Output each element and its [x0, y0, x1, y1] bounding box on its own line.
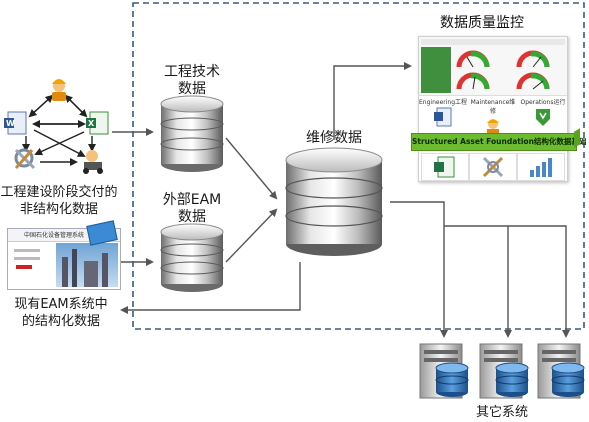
- system-boundary: [132, 2, 585, 330]
- svg-text:X: X: [88, 119, 95, 128]
- worker-icon: [487, 119, 499, 136]
- external-eam-data-label: 外部EAM 数据: [158, 192, 226, 226]
- category-maintenance: Maintenance维修: [469, 97, 517, 136]
- gauge-icon: [516, 50, 550, 68]
- tools-icon: [14, 148, 36, 170]
- engineering-data-line1: 工程技术: [164, 64, 220, 80]
- construction-data-label: 工程建设阶段交付的 非结构化数据: [0, 184, 118, 218]
- excel-document-icon: [434, 156, 455, 178]
- dashboard-sidebar: [421, 47, 451, 93]
- maintenance-data-label: 维修数据: [306, 130, 362, 146]
- category-operations: Operations运行: [519, 97, 567, 129]
- eam-screenshot-field: [14, 257, 40, 260]
- engineering-db-icon: [160, 95, 224, 172]
- construction-data-line2: 非结构化数据: [19, 202, 98, 217]
- engineering-data-line2: 数据: [178, 81, 206, 97]
- foundation-cell: [469, 153, 517, 181]
- gauge-icon: [456, 72, 490, 90]
- flow-arrows: [112, 62, 570, 338]
- word-document-icon: [434, 107, 452, 127]
- word-document-icon: W: [4, 111, 27, 135]
- foundation-cell: [517, 153, 565, 181]
- external-eam-db-icon: [160, 223, 224, 292]
- gauge-icon: [456, 50, 490, 68]
- dashboard-toolbar: [421, 39, 565, 45]
- bar-chart-icon: [530, 158, 552, 177]
- category-engineering-label: Engineering工程: [419, 99, 468, 106]
- machinery-icon: [83, 150, 103, 174]
- other-systems-label: 其它系统: [475, 405, 528, 420]
- existing-eam-line1: 现有EAM系统中: [14, 297, 108, 312]
- construction-data-line1: 工程建设阶段交付的: [0, 185, 118, 200]
- operations-icon: [536, 109, 550, 126]
- eam-system-screenshot: 中国石化设备管理系统: [7, 220, 121, 290]
- dashboard-screen: [419, 37, 567, 96]
- existing-eam-line2: 的结构化数据: [21, 314, 100, 329]
- eam-screenshot-plant-photo: [56, 243, 118, 287]
- category-operations-label: Operations运行: [520, 99, 566, 106]
- existing-eam-label: 现有EAM系统中 的结构化数据: [2, 296, 120, 330]
- data-quality-dashboard: Engineering工程 Maintenance维修 Operations运行…: [411, 36, 586, 182]
- engineering-data-label: 工程技术 数据: [158, 64, 226, 98]
- gauge-icon: [516, 72, 550, 90]
- external-eam-data-line2: 数据: [178, 209, 206, 225]
- server-icon: [537, 343, 585, 399]
- dashboard-title: 数据质量监控: [440, 15, 524, 31]
- category-maintenance-label: Maintenance维修: [470, 99, 516, 115]
- worker-icon: [52, 79, 66, 101]
- svg-text:W: W: [6, 119, 15, 128]
- maintenance-db-icon: [285, 147, 383, 256]
- construction-icons: W X: [4, 79, 109, 174]
- gauge-group: [456, 50, 550, 90]
- server-icons: [419, 343, 585, 399]
- server-icon: [479, 343, 529, 399]
- eam-screenshot-brand: 中国石化设备管理系统: [24, 232, 85, 239]
- server-icon: [419, 343, 469, 399]
- category-engineering: Engineering工程: [419, 97, 467, 129]
- structured-asset-foundation-bar: Structured Asset Foundation结构化数据基础: [411, 133, 586, 151]
- external-eam-data-line1: 外部EAM: [162, 192, 222, 208]
- eam-screenshot-button: [16, 265, 32, 269]
- foundation-cell: [421, 153, 469, 181]
- eam-screenshot-field: [14, 249, 40, 252]
- excel-document-icon: X: [86, 111, 109, 135]
- tools-icon: [482, 156, 504, 178]
